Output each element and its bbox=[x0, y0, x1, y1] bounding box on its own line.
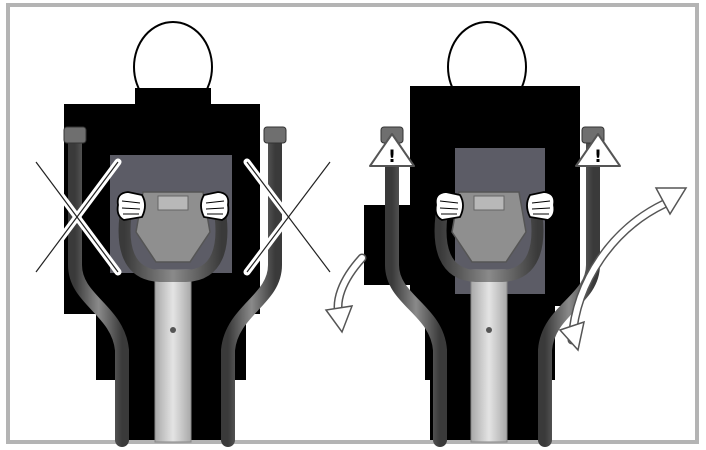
center-post bbox=[155, 270, 191, 442]
hand-icon bbox=[436, 192, 463, 220]
handlebar-cap-left bbox=[64, 127, 86, 143]
console-display bbox=[158, 196, 188, 210]
hand-icon bbox=[201, 192, 228, 220]
hand-icon bbox=[527, 192, 554, 220]
post-bolt bbox=[170, 327, 176, 333]
post-bolt bbox=[486, 327, 492, 333]
handlebar-cap-right bbox=[264, 127, 286, 143]
center-post bbox=[471, 270, 507, 442]
console-display bbox=[474, 196, 504, 210]
warning-symbol: ! bbox=[388, 147, 396, 167]
warning-symbol: ! bbox=[594, 147, 602, 167]
hand-icon bbox=[118, 192, 145, 220]
